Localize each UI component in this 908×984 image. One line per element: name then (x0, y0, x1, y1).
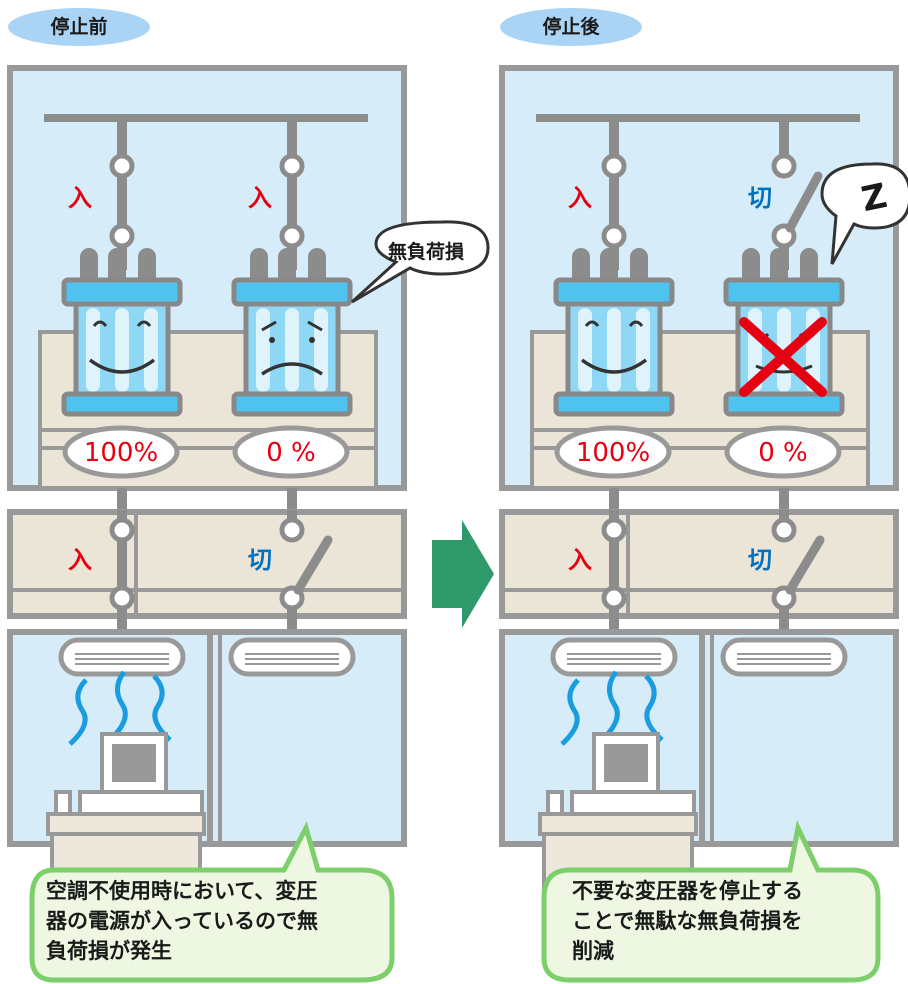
load-percent-before-tf1: 100% (83, 438, 159, 468)
switch-label-after-tf2: 切 (748, 184, 772, 212)
before-callout-line-3: 負荷損が発生 (46, 939, 172, 963)
load-percent-after-tf1: 100% (575, 438, 651, 468)
feeder-2-switch-before: 切 (248, 546, 272, 574)
switch-label-after-tf1: 入 (568, 184, 592, 212)
after-callout-line-1: 不要な変圧器を停止する (572, 879, 803, 903)
after-callout-line-3: 削減 (572, 939, 614, 963)
switch-label-before-tf1: 入 (68, 184, 92, 212)
before-callout (29, 821, 395, 983)
before-panel (7, 65, 490, 896)
phase-label-before: 停止前 (8, 8, 150, 46)
feeder-1-switch-before: 入 (68, 546, 92, 574)
transition-arrow (432, 520, 494, 628)
after-callout-text: 不要な変圧器を停止する ことで無駄な無負荷損を 削減 (572, 876, 803, 966)
feeder-2-switch-after: 切 (748, 546, 772, 574)
feeder-1-switch-after: 入 (568, 546, 592, 574)
after-panel (499, 65, 908, 896)
load-percent-before-tf2: 0 % (266, 438, 316, 468)
before-callout-line-1: 空調不使用時において、変圧 (46, 879, 318, 903)
transformer-2-after (726, 248, 842, 414)
no-load-loss-bubble: 無負荷損 (388, 241, 465, 263)
load-percent-after-tf2: 0 % (758, 438, 808, 468)
switch-label-before-tf2: 入 (248, 184, 272, 212)
before-callout-line-2: 器の電源が入っているので無 (46, 909, 318, 933)
before-callout-text: 空調不使用時において、変圧 器の電源が入っているので無 負荷損が発生 (46, 876, 318, 966)
phase-label-after: 停止後 (500, 8, 642, 46)
after-callout (541, 820, 881, 983)
after-callout-line-2: ことで無駄な無負荷損を (572, 909, 803, 933)
